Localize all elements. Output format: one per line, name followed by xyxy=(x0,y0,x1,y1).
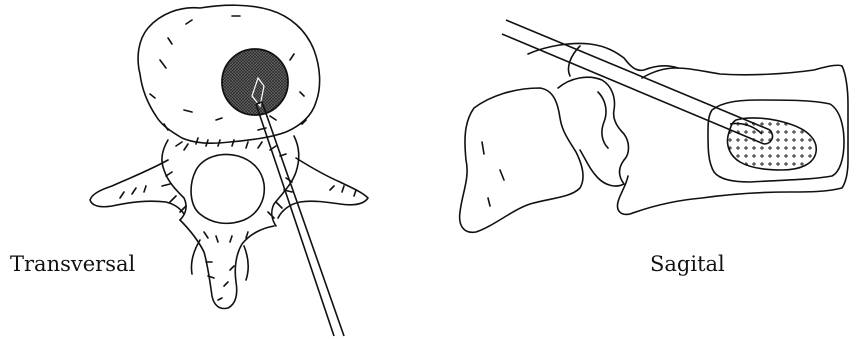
vertebra-sagittal-icon xyxy=(430,0,866,340)
spinal-canal xyxy=(191,155,264,224)
label-transversal: Transversal xyxy=(10,252,135,276)
target-zone xyxy=(222,49,288,115)
left-transverse-process xyxy=(90,160,184,214)
left-arch xyxy=(162,140,186,220)
sagital-view: Sagital xyxy=(430,0,866,340)
right-arch xyxy=(272,136,299,226)
lesion-area xyxy=(728,118,817,170)
pedicle xyxy=(558,77,629,186)
superior-process xyxy=(528,43,678,70)
vertebra-axial-icon xyxy=(0,0,430,340)
transversal-view: Transversal xyxy=(0,0,430,340)
facet xyxy=(598,92,608,148)
posterior-elements xyxy=(460,88,583,232)
label-sagital: Sagital xyxy=(650,252,725,276)
lamina xyxy=(180,220,274,309)
